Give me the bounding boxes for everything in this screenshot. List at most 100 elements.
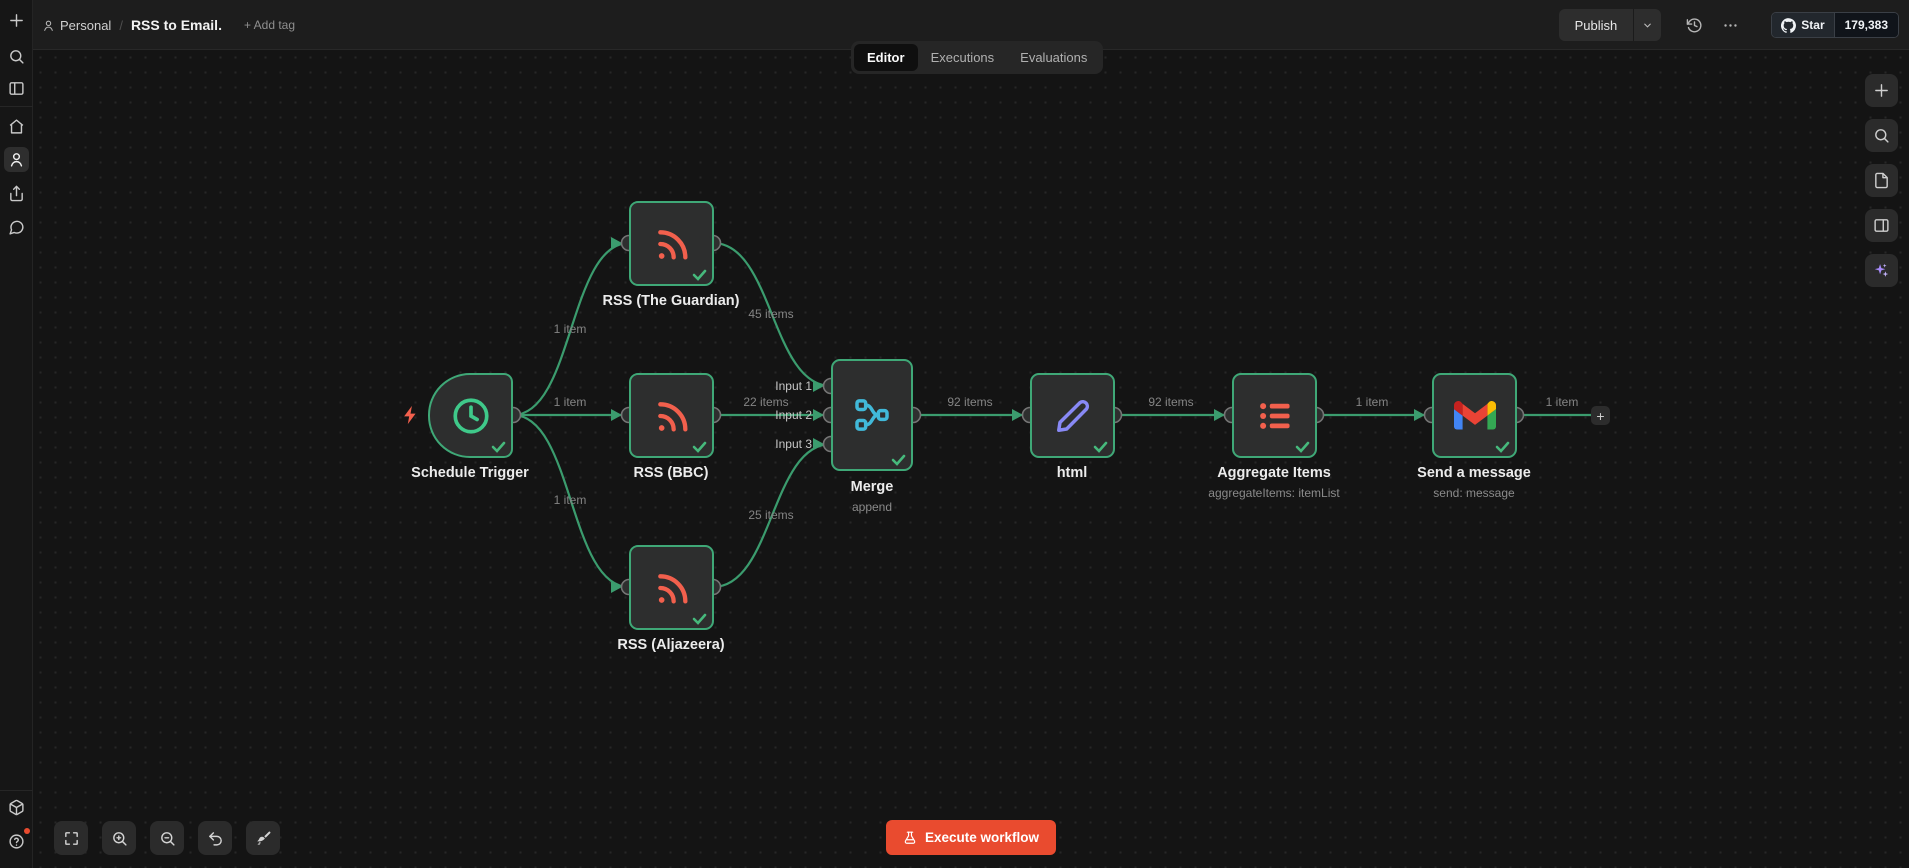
chat-icon[interactable] xyxy=(4,215,29,240)
notification-dot xyxy=(24,828,30,834)
breadcrumb-project-label: Personal xyxy=(60,17,112,33)
header-actions: Publish Star 179,383 xyxy=(1558,0,1899,50)
file-icon xyxy=(1875,172,1888,189)
sidebar-toggle-icon[interactable] xyxy=(4,76,29,101)
add-node-endpoint-button[interactable]: + xyxy=(1591,406,1610,425)
help-icon[interactable] xyxy=(4,828,30,854)
execute-workflow-label: Execute workflow xyxy=(925,830,1040,845)
pencil-icon xyxy=(1056,399,1089,432)
node-label-rss-bbc: RSS (BBC) xyxy=(633,465,709,481)
workflow-title[interactable]: RSS to Email. xyxy=(130,17,222,33)
node-subtitle-aggregate-items: aggregateItems: itemList xyxy=(1208,486,1340,500)
edge-label-guardian-merge: 45 items xyxy=(748,307,794,321)
tidy-up-button[interactable] xyxy=(246,821,280,855)
canvas-controls xyxy=(54,821,280,855)
node-label-send-a-message: Send a message xyxy=(1417,465,1531,481)
edge-label-bbc-merge: 22 items xyxy=(743,395,789,409)
toggle-panel-button[interactable] xyxy=(1865,209,1898,242)
edge-label-trigger-bbc: 1 item xyxy=(553,395,587,409)
flask-icon xyxy=(904,831,916,844)
left-sidebar xyxy=(0,0,33,868)
success-check-icon xyxy=(491,441,506,453)
view-tabs: Editor Executions Evaluations xyxy=(851,41,1104,74)
publish-split-button: Publish xyxy=(1558,9,1662,41)
node-aggregate-items[interactable] xyxy=(1232,373,1317,458)
success-check-icon xyxy=(1495,441,1510,453)
node-subtitle-merge: append xyxy=(851,500,893,514)
node-label-merge: Merge xyxy=(850,479,894,495)
zoom-in-button[interactable] xyxy=(102,821,136,855)
node-label-html: html xyxy=(1056,465,1088,481)
edge-label-trigger-aljazeera: 1 item xyxy=(553,493,587,507)
node-rss-guardian[interactable] xyxy=(629,201,714,286)
breadcrumb-project[interactable]: Personal xyxy=(42,18,111,33)
zoom-out-button[interactable] xyxy=(150,821,184,855)
ai-assistant-button[interactable] xyxy=(1865,254,1898,287)
list-icon xyxy=(1259,402,1290,429)
sticky-note-button[interactable] xyxy=(1865,164,1898,197)
edge-label-trigger-guardian: 1 item xyxy=(553,322,587,336)
node-rss-bbc[interactable] xyxy=(629,373,714,458)
breadcrumb-separator: / xyxy=(119,17,123,33)
gmail-icon xyxy=(1453,401,1496,430)
rss-icon xyxy=(657,229,687,259)
sidebar-item-personal[interactable] xyxy=(4,147,29,172)
success-check-icon xyxy=(1295,441,1310,453)
edge-label-send-out: 1 item xyxy=(1545,395,1579,409)
workflow-canvas[interactable] xyxy=(33,50,1909,868)
canvas-right-panel xyxy=(1865,74,1898,287)
undo-button[interactable] xyxy=(198,821,232,855)
trigger-bolt-icon xyxy=(404,405,416,425)
fit-view-button[interactable] xyxy=(54,821,88,855)
execute-workflow-button[interactable]: Execute workflow xyxy=(886,820,1057,855)
success-check-icon xyxy=(1093,441,1108,453)
plus-icon xyxy=(1875,84,1888,97)
home-icon[interactable] xyxy=(4,114,29,139)
merge-icon xyxy=(855,399,889,431)
github-icon xyxy=(1781,17,1797,33)
node-merge[interactable] xyxy=(831,359,913,471)
search-nodes-button[interactable] xyxy=(1865,119,1898,152)
node-label-aggregate-items: Aggregate Items xyxy=(1217,465,1331,481)
share-icon[interactable] xyxy=(4,181,29,206)
new-workflow-plus-icon[interactable] xyxy=(4,8,29,33)
edge-label-aljazeera-merge: 25 items xyxy=(748,508,794,522)
node-subtitle-send-a-message: send: message xyxy=(1433,486,1515,500)
person-icon xyxy=(44,20,53,31)
search-icon[interactable] xyxy=(4,44,29,69)
workflow-history-button[interactable] xyxy=(1679,10,1709,40)
package-icon[interactable] xyxy=(4,795,29,820)
sidebar-divider xyxy=(0,106,33,107)
edge-label-merge-html: 92 items xyxy=(947,395,993,409)
github-star-button[interactable]: Star xyxy=(1772,13,1834,37)
tab-evaluations[interactable]: Evaluations xyxy=(1020,50,1088,65)
publish-dropdown-button[interactable] xyxy=(1633,9,1662,41)
success-check-icon xyxy=(692,613,707,625)
more-options-button[interactable] xyxy=(1715,10,1745,40)
github-star-count[interactable]: 179,383 xyxy=(1833,13,1898,37)
add-node-button[interactable] xyxy=(1865,74,1898,107)
chevron-down-icon xyxy=(1644,23,1652,28)
merge-input1-label: Input 1 xyxy=(775,379,812,393)
rss-icon xyxy=(657,573,687,603)
fit-view-icon xyxy=(64,831,78,845)
layout-panel-icon xyxy=(1874,219,1889,232)
node-send-a-message[interactable] xyxy=(1432,373,1517,458)
success-check-icon xyxy=(891,454,906,466)
github-star-badge[interactable]: Star 179,383 xyxy=(1771,12,1899,38)
add-tag-button[interactable]: + Add tag xyxy=(243,18,296,32)
success-check-icon xyxy=(692,441,707,453)
node-rss-aljazeera[interactable] xyxy=(629,545,714,630)
node-label-rss-guardian: RSS (The Guardian) xyxy=(602,293,740,309)
github-star-label: Star xyxy=(1801,18,1825,32)
tab-executions[interactable]: Executions xyxy=(930,50,995,65)
sidebar-divider xyxy=(0,790,33,791)
node-html[interactable] xyxy=(1030,373,1115,458)
zoom-out-icon xyxy=(160,831,175,846)
node-schedule-trigger[interactable] xyxy=(428,373,513,458)
success-check-icon xyxy=(692,269,707,281)
clock-icon xyxy=(452,397,489,434)
tab-editor[interactable]: Editor xyxy=(854,44,918,71)
publish-button[interactable]: Publish xyxy=(1558,9,1634,41)
